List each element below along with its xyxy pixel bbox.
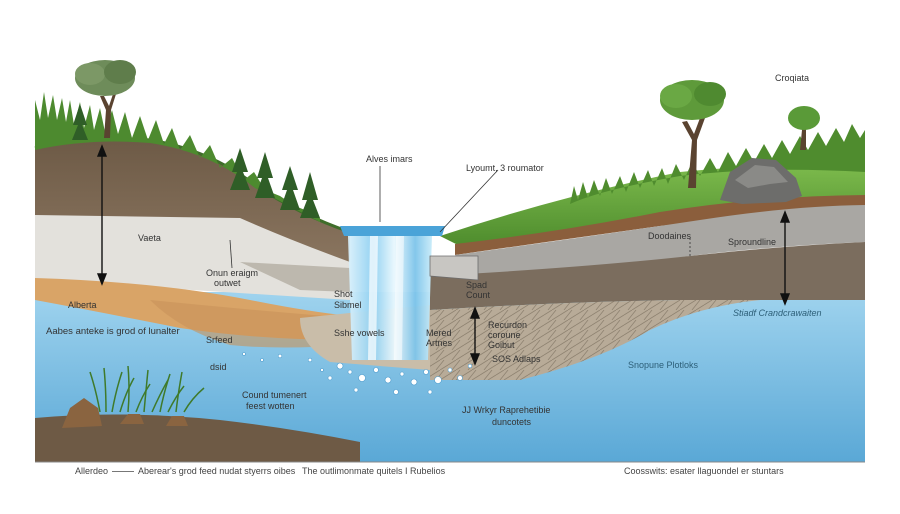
leader-line [229,239,233,269]
label-count: Count [466,290,491,300]
arrow-icon [96,144,108,286]
label-croqiata: Croqiata [775,73,810,83]
label-sibmel: Sibmel [334,300,362,310]
tree-icon [300,172,320,218]
caption-left-b: Aberear's grod feed nudat styerrs oibes [138,466,296,476]
caption-middle: The outlimonmate quitels I Rubelios [302,466,446,476]
label-snopune: Snopune Plotloks [628,360,699,370]
arrow-icon [779,210,791,306]
label-recurdon-2: coroune [488,330,521,340]
label-alves: Alves imars [366,154,413,164]
tree-icon [75,60,136,138]
tree-icon [255,152,275,198]
tree-icon [280,166,300,210]
label-recurdon-3: Goibut [488,340,515,350]
label-sos-adlaps: SOS Adlaps [492,354,541,364]
label-sproundline: Sproundline [728,237,777,247]
label-cound-2: feest wotten [246,401,295,411]
left-gray-band [240,262,350,292]
right-soil-strip [455,195,865,255]
label-lyoumt: Lyoumt, 3 roumator [466,163,544,173]
label-aabes: Aabes anteke is grod of lunalter [46,326,180,337]
label-srfeed: Srfeed [206,335,233,345]
arrow-icon [469,306,481,366]
rock-icon [62,398,188,428]
caption-divider [112,471,134,472]
label-vaeta: Vaeta [138,233,161,243]
label-cound-1: Cound tumenert [242,390,307,400]
label-recurdon-1: Recurdon [488,320,528,330]
label-spad: Spad [466,280,488,290]
label-dsid: dsid [210,362,227,372]
label-stiadf: Stiadf Crandcrawaiten [733,308,822,318]
right-bedrock-wedge [430,300,760,380]
leader-line [439,169,499,233]
reed-icon [89,365,205,413]
label-jj-1: JJ Wrkyr Raprehetibie [462,405,551,415]
caption-left-a: Allerdeo [75,466,109,476]
pine-trees [72,104,320,218]
label-doodaines: Doodaines [648,231,692,241]
rock-highlight [735,165,788,188]
label-shot: Shot [334,289,353,299]
left-sand-layer [35,215,350,300]
label-mered-2: Artnes [426,338,453,348]
right-gray-layer [455,205,865,276]
tree-icon [72,104,88,140]
label-sshe-vowels: Sshe vowels [334,328,385,338]
lake-bed-sediment [35,414,360,462]
tree-icon [660,80,726,188]
caption-right: Coosswits: esater llaguondel er stuntars [624,466,784,476]
label-onun-1: Onun eraigm [206,268,259,278]
tree-icon [230,148,250,190]
label-alberta: Alberta [68,300,97,310]
label-mered-1: Mered [426,328,452,338]
splash-bubbles [242,352,473,395]
right-deep-soil-layer [430,242,865,310]
label-onun-2: outwet [214,278,241,288]
left-clay-shading [150,300,350,348]
tree-icon [788,106,820,150]
waterfall-icon [340,226,479,360]
label-jj-2: duncotets [492,417,532,427]
right-grass-tufts [570,124,865,204]
